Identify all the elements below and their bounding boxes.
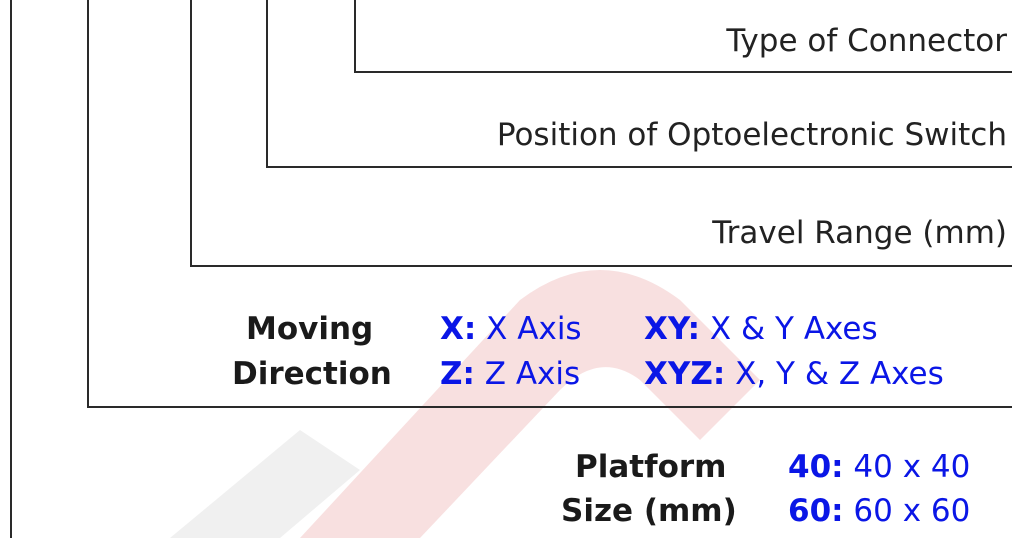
option-code: XY: [644, 311, 701, 347]
travel-range-leader-line [190, 0, 1012, 267]
option-meaning: X, Y & Z Axes [735, 356, 944, 392]
connector-leader-line [354, 0, 1012, 73]
option-meaning: X Axis [486, 311, 582, 347]
moving-direction-option-xyz: XYZ: X, Y & Z Axes [644, 355, 944, 393]
moving-direction-title-line2: Direction [232, 356, 392, 392]
option-meaning: Z Axis [484, 356, 581, 392]
option-code: 40: [788, 449, 844, 485]
option-code: 60: [788, 493, 844, 529]
travel-range-label: Travel Range (mm) [712, 215, 1007, 251]
platform-size-title-line2: Size (mm) [561, 493, 737, 529]
moving-direction-leader-line [87, 0, 1012, 408]
platform-size-option-60: 60: 60 x 60 [788, 492, 970, 530]
moving-direction-title-line1: Moving [246, 311, 374, 347]
watermark-logo [170, 270, 760, 538]
option-code: X: [440, 311, 477, 347]
moving-direction-option-xy: XY: X & Y Axes [644, 310, 878, 348]
switch-position-leader-line [266, 0, 1012, 168]
option-meaning: 60 x 60 [853, 493, 971, 529]
moving-direction-option-z: Z: Z Axis [440, 355, 580, 393]
connector-label: Type of Connector [726, 23, 1007, 59]
option-code: XYZ: [644, 356, 726, 392]
moving-direction-option-x: X: X Axis [440, 310, 582, 348]
option-meaning: 40 x 40 [853, 449, 971, 485]
switch-position-label: Position of Optoelectronic Switch [496, 117, 1007, 153]
bracket-lines [10, 0, 1012, 538]
option-code: Z: [440, 356, 475, 392]
option-meaning: X & Y Axes [709, 311, 878, 347]
platform-size-title-line1: Platform [575, 449, 727, 485]
platform-size-option-40: 40: 40 x 40 [788, 448, 970, 486]
